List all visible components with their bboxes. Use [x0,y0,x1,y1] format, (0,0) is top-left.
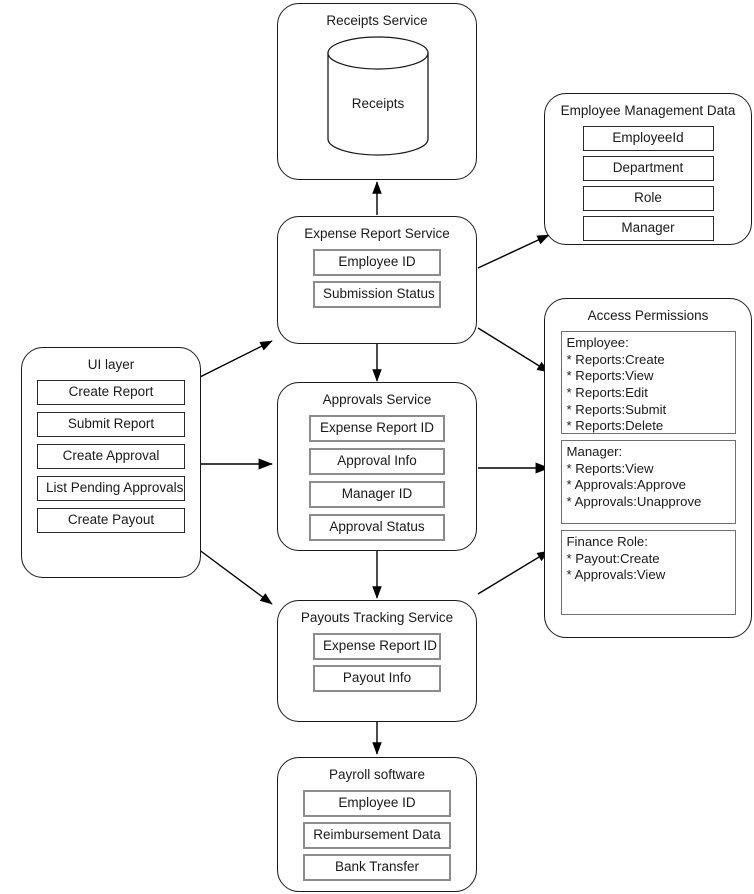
button-create-report[interactable]: Create Report [37,380,185,406]
arrow-expense-report-to-access-permissions [477,327,550,373]
field-employee-id[interactable]: Employee ID [303,790,451,818]
node-ui-layer[interactable]: UI layer Create Report Submit Report Cre… [21,347,201,578]
field-role[interactable]: Role [582,185,714,211]
payouts-tracking-service-fields: Expense Report ID Payout Info [278,633,476,692]
node-expense-report-service[interactable]: Expense Report Service Employee ID Submi… [277,216,477,344]
field-bank-transfer[interactable]: Bank Transfer [303,853,451,881]
expense-report-service-title: Expense Report Service [304,226,450,241]
field-approval-info[interactable]: Approval Info [309,448,445,475]
button-submit-report[interactable]: Submit Report [37,412,185,437]
arrow-ui-layer-to-expense-report [197,340,273,379]
payroll-software-fields: Employee ID Reimbursement Data Bank Tran… [278,790,476,881]
receipts-datastore-label: Receipts [351,96,405,111]
approvals-service-title: Approvals Service [322,392,432,407]
field-approval-status[interactable]: Approval Status [309,513,445,541]
field-manager-id[interactable]: Manager ID [309,480,445,508]
payroll-software-title: Payroll software [328,767,426,782]
button-create-payout[interactable]: Create Payout [37,507,185,533]
permission-block-employee[interactable]: Employee: * Reports:Create * Reports:Vie… [560,331,736,435]
expense-report-service-fields: Employee ID Submission Status [278,249,476,308]
payouts-tracking-service-title: Payouts Tracking Service [300,610,454,625]
field-submission-status[interactable]: Submission Status [313,281,441,308]
button-create-approval[interactable]: Create Approval [37,443,185,469]
access-permissions-title: Access Permissions [587,308,709,323]
employee-management-data-title: Employee Management Data [560,103,736,118]
node-receipts-service[interactable]: Receipts Service Receipts [277,3,477,180]
button-list-pending-approvals[interactable]: List Pending Approvals [37,475,185,501]
arrow-ui-layer-to-payouts [197,548,273,605]
arrow-expense-report-to-employee-data [477,234,550,269]
ui-layer-actions: Create Report Submit Report Create Appro… [22,380,200,533]
permission-block-finance-role[interactable]: Finance Role: * Payout:Create * Approval… [560,530,736,616]
node-payroll-software[interactable]: Payroll software Employee ID Reimburseme… [277,757,477,892]
approvals-service-fields: Expense Report ID Approval Info Manager … [278,415,476,541]
node-access-permissions[interactable]: Access Permissions Employee: * Reports:C… [544,298,752,638]
receipts-datastore-cylinder: Receipts [327,36,429,156]
node-approvals-service[interactable]: Approvals Service Expense Report ID Appr… [277,382,477,551]
field-manager[interactable]: Manager [582,215,714,241]
field-employee-id[interactable]: Employee ID [313,249,441,277]
node-payouts-tracking-service[interactable]: Payouts Tracking Service Expense Report … [277,600,477,722]
access-permissions-blocks: Employee: * Reports:Create * Reports:Vie… [545,331,751,616]
field-department[interactable]: Department [582,156,714,181]
employee-management-data-fields: EmployeeId Department Role Manager [545,126,751,241]
field-payout-info[interactable]: Payout Info [313,665,441,692]
permission-block-manager[interactable]: Manager: * Reports:View * Approvals:Appr… [560,440,736,525]
receipts-service-title: Receipts Service [326,13,428,28]
field-expense-report-id[interactable]: Expense Report ID [313,633,441,661]
field-employee-id[interactable]: EmployeeId [582,126,714,152]
node-employee-management-data[interactable]: Employee Management Data EmployeeId Depa… [544,93,752,245]
arrow-payouts-to-access-permissions [477,550,550,595]
field-reimbursement-data[interactable]: Reimbursement Data [303,822,451,849]
field-expense-report-id[interactable]: Expense Report ID [309,415,445,443]
ui-layer-title: UI layer [87,357,135,372]
